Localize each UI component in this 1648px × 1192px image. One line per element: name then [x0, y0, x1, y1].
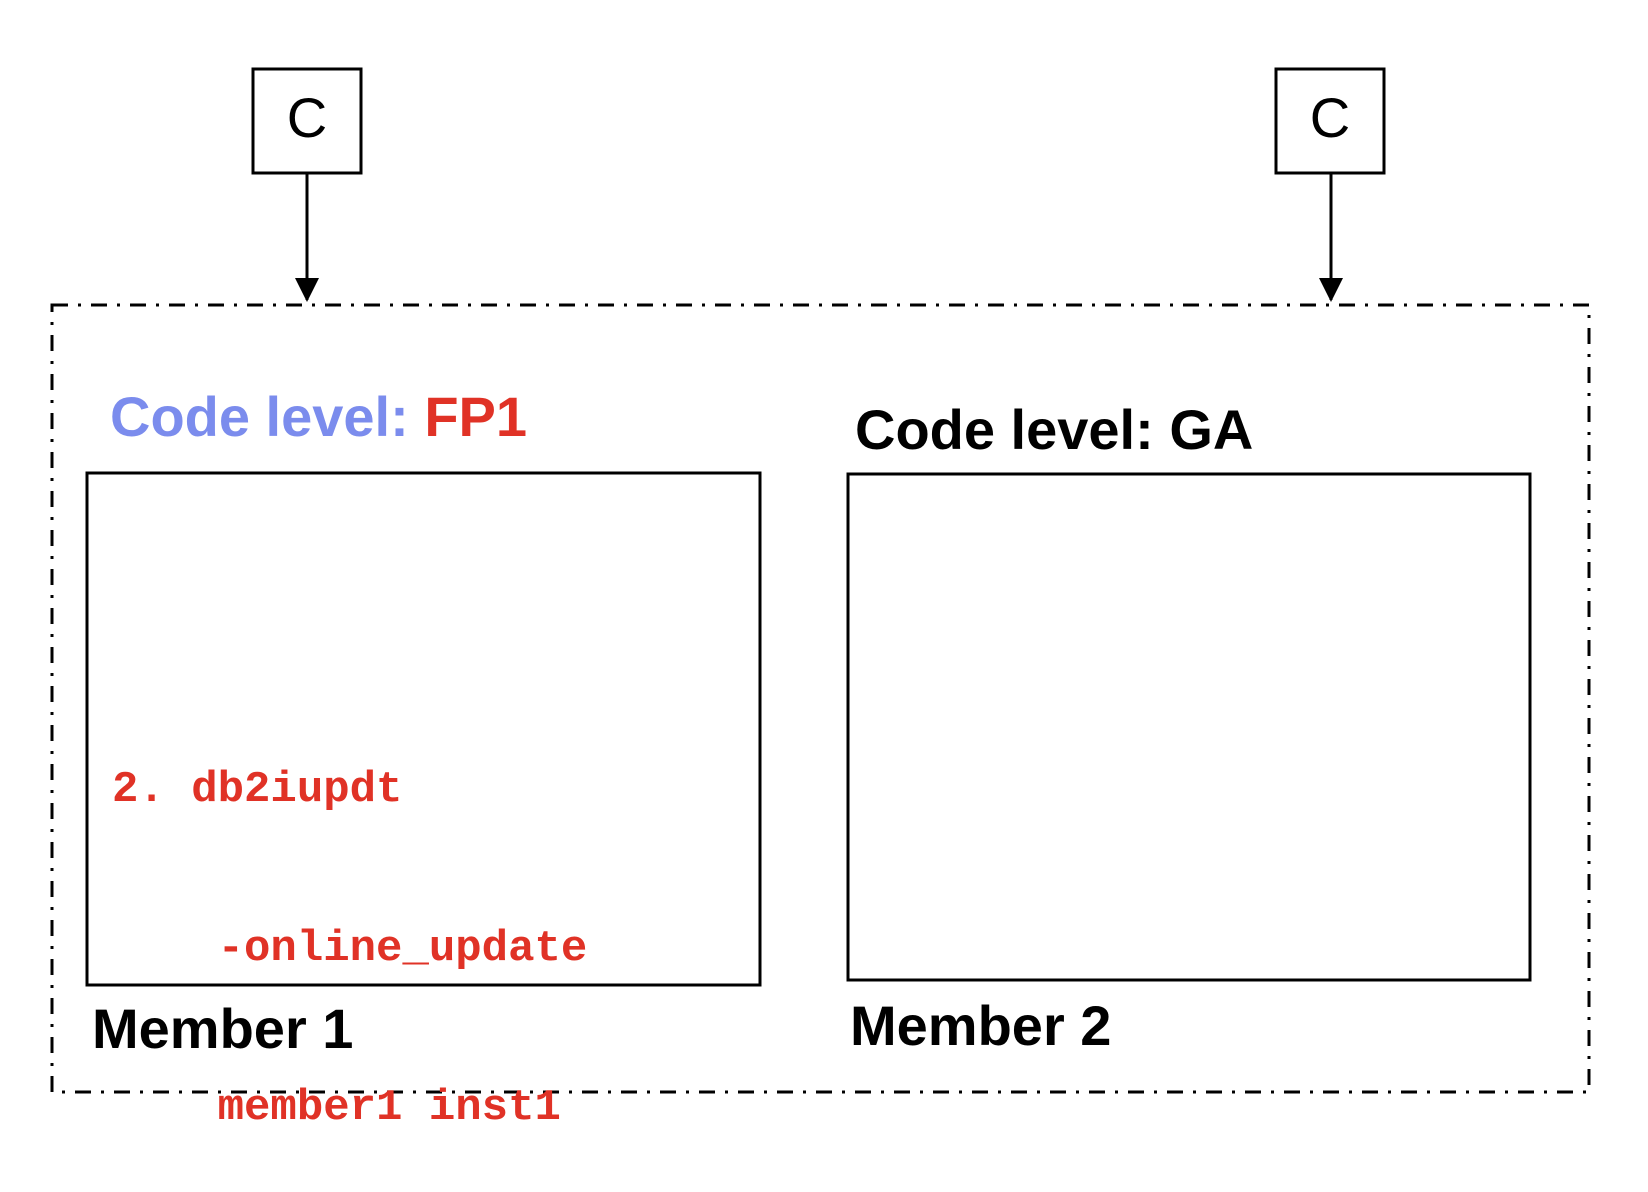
member-1-name: Member 1 [92, 997, 354, 1060]
member-2-box [846, 472, 1532, 982]
client-1-arrowhead [295, 278, 319, 302]
member-1-code-level-prefix: Code level: [110, 385, 425, 448]
member-1-command: 2. db2iupdt -online_update member1 inst1 [112, 658, 587, 1188]
member-2-name: Member 2 [850, 994, 1112, 1057]
client-2-arrowhead [1319, 278, 1343, 302]
command-line-3: member1 inst1 [112, 1083, 561, 1133]
member-2-code-level: Code level: GA [855, 398, 1254, 461]
client-box-2 [1274, 67, 1386, 175]
member-1-code-level: Code level: FP1 [110, 384, 527, 449]
client-2-label: C [1309, 85, 1351, 149]
client-1-label: C [286, 85, 328, 149]
command-line-2: -online_update [112, 924, 588, 974]
cluster-boundary [50, 303, 1591, 1094]
member-1-box [85, 471, 762, 987]
command-line-1: 2. db2iupdt [112, 765, 403, 815]
member-1-code-level-value: FP1 [424, 385, 528, 448]
